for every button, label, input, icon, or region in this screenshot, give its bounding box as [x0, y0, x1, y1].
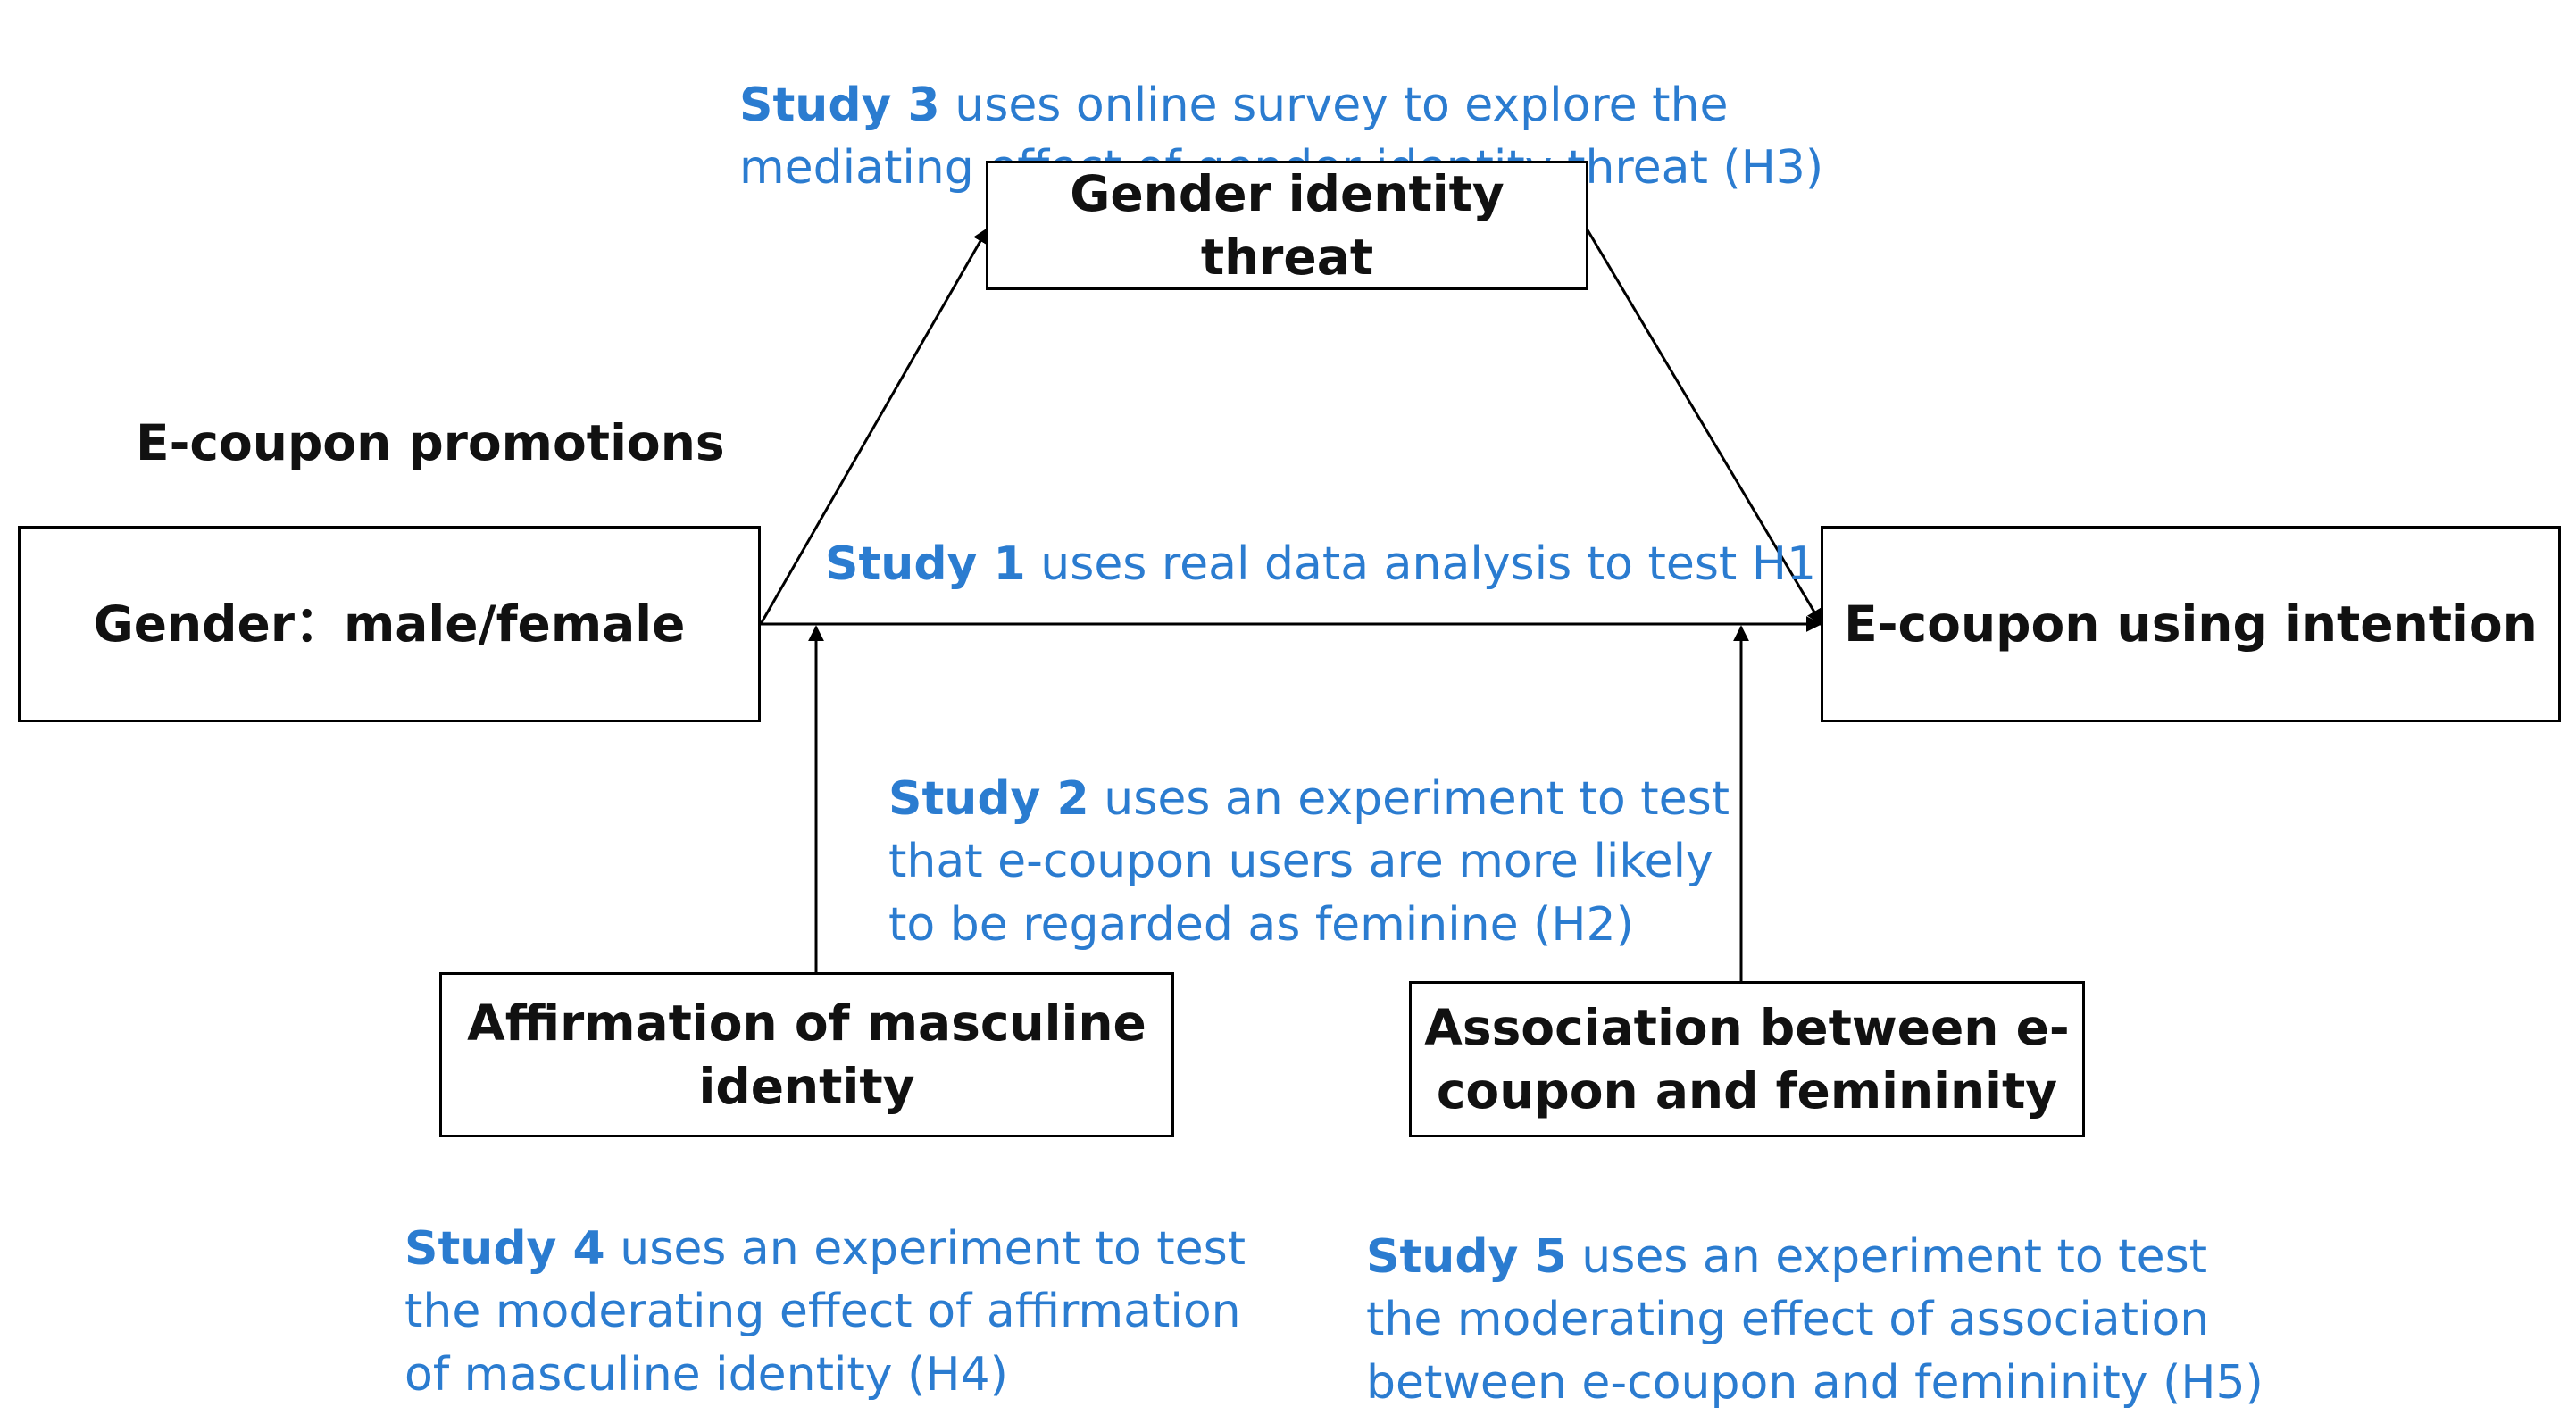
study3-lead: Study 3 [739, 78, 940, 132]
study1-lead: Study 1 [825, 537, 1026, 591]
association-box: Association between e- coupon and femini… [1409, 981, 2085, 1137]
connector-arrows [759, 227, 1823, 981]
affirmation-label: Affirmation of masculine identity [467, 995, 1146, 1115]
study1-text: uses real data analysis to test H1 [1025, 537, 1817, 591]
study4-lead: Study 4 [404, 1221, 605, 1276]
e-coupon-promotions-heading: E-coupon promotions [136, 414, 725, 471]
study1-annotation: Study 1 uses real data analysis to test … [825, 533, 1816, 596]
gender-label: Gender：male/female [93, 595, 686, 653]
study4-annotation: Study 4 uses an experiment to test the m… [404, 1154, 1246, 1407]
study2-annotation: Study 2 uses an experiment to test that … [888, 704, 1730, 957]
association-label: Association between e- coupon and femini… [1424, 999, 2070, 1120]
gender-box: Gender：male/female [18, 526, 761, 722]
study2-lead: Study 2 [888, 771, 1089, 826]
arrow-threat-to-intention [1585, 228, 1823, 626]
study5-lead: Study 5 [1366, 1229, 1567, 1284]
affirmation-box: Affirmation of masculine identity [439, 972, 1174, 1137]
e-coupon-using-intention-box: E-coupon using intention [1821, 526, 2561, 722]
gender-identity-threat-box: Gender identity threat [986, 161, 1588, 290]
arrow-gender-to-threat [759, 227, 989, 625]
study5-annotation: Study 5 uses an experiment to test the m… [1366, 1162, 2263, 1415]
study2-text: uses an experiment to test that e-coupon… [888, 771, 1730, 953]
gender-identity-threat-label: Gender identity threat [1070, 165, 1505, 286]
e-coupon-using-intention-label: E-coupon using intention [1844, 595, 2538, 653]
